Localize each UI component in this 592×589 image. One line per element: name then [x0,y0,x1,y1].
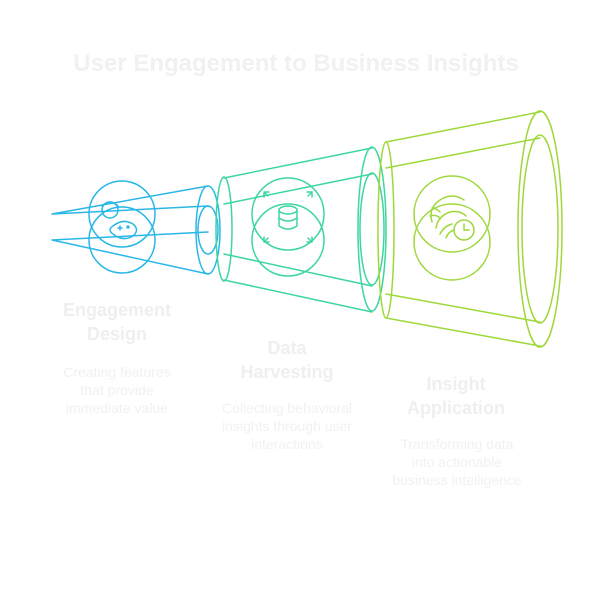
stage-2-title: Data Harvesting [220,336,354,384]
stage-2-title-line: Data [267,338,307,358]
diagram-title: User Engagement to Business Insights [73,50,519,77]
stage-3-description: Transforming data into actionable busine… [378,435,536,489]
stage-1-desc-line: immediate value [66,400,168,416]
stage-3-desc-line: business intelligence [392,472,522,488]
stage-2-title-line: Harvesting [240,362,334,382]
stage-1-description: Creating features that provide immediate… [50,363,184,417]
stage-1-desc-line: that provide [80,382,154,398]
stage-1-desc-line: Creating features [63,364,171,380]
stage-1-title-line: Design [86,324,147,344]
stage-3-desc-line: Transforming data [400,436,514,452]
stage-3-title: Insight Application [386,372,526,420]
database-expand-icon [263,191,313,243]
stage-2-desc-line: interactions [251,436,323,452]
stage-1-title-line: Engagement [62,300,172,320]
stage-3-title-line: Application [407,398,505,418]
stage-2-description: Collecting behavioral insights through u… [208,399,366,453]
stage-2-desc-line: Collecting behavioral [222,400,352,416]
user-gamepad-icon [101,201,138,240]
brain-clock-icon [429,195,475,241]
stage-3-desc-line: into actionable [411,454,503,470]
stage-3-title-line: Insight [426,374,486,394]
stage-2-cone [215,146,387,313]
stage-2-desc-line: insights through user [222,418,352,434]
stage-1-title: Engagement Design [52,298,182,346]
stage-3-cone [377,110,563,348]
stage-1-cone [51,180,221,275]
